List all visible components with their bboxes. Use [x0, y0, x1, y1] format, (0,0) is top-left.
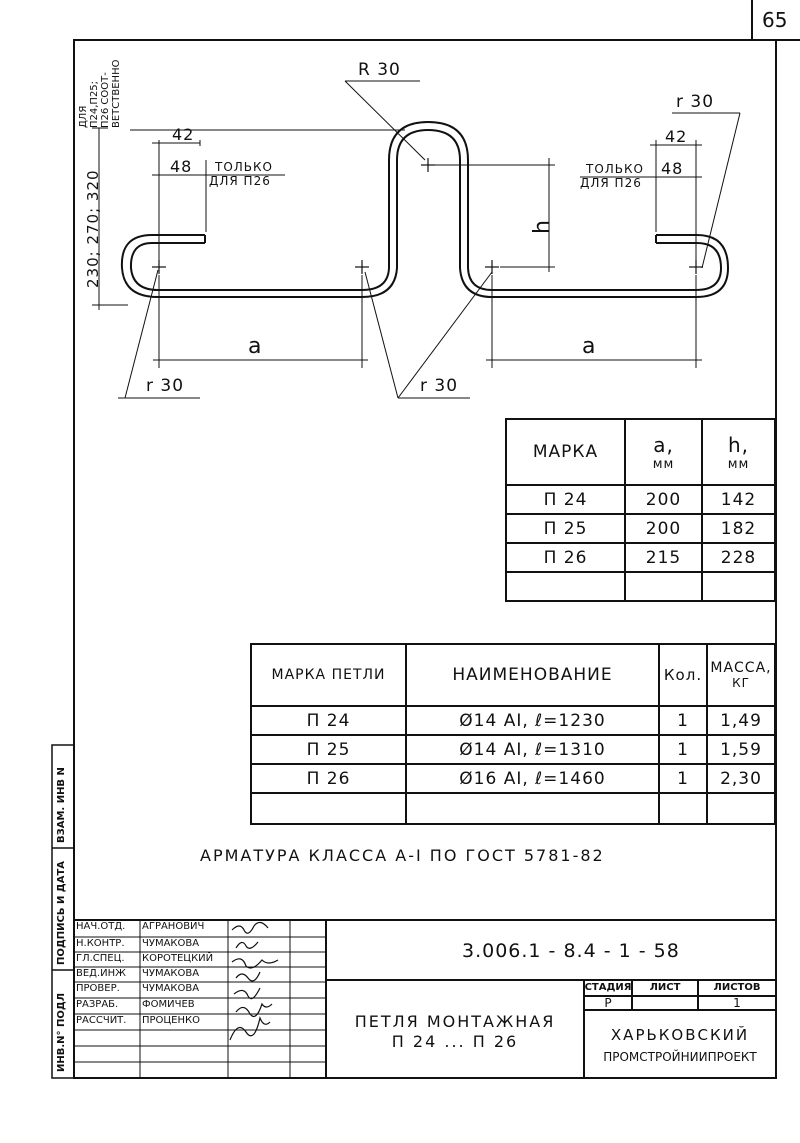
only-for-p26-right: ТОЛЬКО ДЛЯ П26 [580, 162, 644, 190]
header-mark: МАРКА [505, 418, 626, 486]
header-qty: Кол. [658, 643, 708, 707]
material-note: АРМАТУРА КЛАСCА А-I ПО ГОСТ 5781-82 [200, 846, 605, 865]
dim-42-left: 42 [172, 125, 195, 144]
signature-scribbles [229, 921, 279, 1041]
cell-name: Ø14 AI, ℓ=1310 [405, 734, 660, 765]
role-row: РАЗРАБ. ФОМИЧЕВ [76, 999, 195, 1010]
only-for-p26-left: ТОЛЬКО ДЛЯ П26 [209, 160, 273, 188]
role-row: НАЧ.ОТД. АГРАНОВИЧ [76, 921, 205, 932]
sheet-label: ЛИСТ [649, 982, 681, 993]
side-stamp-inv-replaced: ВЗАМ. ИНВ N [56, 767, 67, 843]
cell-mass: 1,59 [706, 734, 776, 765]
cell-h: 228 [701, 542, 776, 573]
cell-mark: П 26 [250, 763, 407, 794]
header-name: НАИМЕНОВАНИЕ [405, 643, 660, 707]
loop-bar [120, 120, 730, 298]
cell-a: 200 [624, 513, 703, 544]
sheets-value: 1 [733, 996, 741, 1010]
cell-a: 215 [624, 542, 703, 573]
dim-48-left: 48 [170, 157, 193, 176]
specification-table: МАРКА ПЕТЛИ НАИМЕНОВАНИЕ Кол. МАССА, КГ … [250, 643, 776, 825]
cell-qty: 1 [658, 734, 708, 765]
cell-mark: П 24 [250, 705, 407, 736]
cell-qty: 1 [658, 763, 708, 794]
cell-a [624, 571, 703, 602]
cell-qty [658, 792, 708, 825]
cell-mass [706, 792, 776, 825]
role-row: ВЕД.ИНЖ ЧУМАКОВА [76, 968, 200, 979]
side-stamp-frame [51, 744, 75, 1079]
height-dimension-label: 230; 270; 320 [84, 169, 102, 288]
header-mass: МАССА, КГ [706, 643, 776, 707]
cell-mass: 2,30 [706, 763, 776, 794]
note-for-loops: ДЛЯ П24,П25; П26 СООТ- ВЕТСТВЕННО [78, 59, 122, 128]
radius-label-bottom-left: r 30 [146, 376, 185, 396]
drawing-title: ПЕТЛЯ МОНТАЖНАЯ П 24 ... П 26 [354, 1012, 556, 1051]
page-number: 65 [762, 8, 788, 32]
radius-label-top: R 30 [358, 60, 401, 80]
cell-mark: П 26 [505, 542, 626, 573]
dim-a-left: a [248, 334, 263, 359]
organization-name: ХАРЬКОВСКИЙ ПРОМСТРОЙНИИПРОЕКТ [603, 1026, 757, 1064]
header-mark: МАРКА ПЕТЛИ [250, 643, 407, 707]
document-code: 3.006.1 - 8.4 - 1 - 58 [462, 940, 680, 962]
cell-mark [505, 571, 626, 602]
table-row [505, 571, 776, 602]
table-row [250, 792, 776, 825]
dim-42-right: 42 [665, 127, 688, 146]
drawing-frame [73, 39, 777, 1079]
cell-h: 142 [701, 484, 776, 515]
cell-h [701, 571, 776, 602]
cell-qty: 1 [658, 705, 708, 736]
cell-mass: 1,49 [706, 705, 776, 736]
radius-label-right: r 30 [676, 92, 715, 112]
cell-mark [250, 792, 407, 825]
cell-mark: П 25 [250, 734, 407, 765]
dim-h: h [530, 219, 555, 234]
cell-a: 200 [624, 484, 703, 515]
stage-label: СТАДИЯ [584, 982, 632, 993]
sheets-label: ЛИСТОВ [713, 982, 761, 993]
radius-label-bottom-mid: r 30 [420, 376, 459, 396]
cell-mark: П 24 [505, 484, 626, 515]
cell-h: 182 [701, 513, 776, 544]
stage-value: Р [604, 996, 612, 1010]
cell-name: Ø16 AI, ℓ=1460 [405, 763, 660, 794]
header-h: h, мм [701, 418, 776, 486]
dim-48-right: 48 [661, 159, 684, 178]
role-row: ПРОВЕР. ЧУМАКОВА [76, 983, 200, 994]
header-a: a, мм [624, 418, 703, 486]
role-row: Н.КОНТР. ЧУМАКОВА [76, 938, 200, 949]
role-row: ГЛ.СПЕЦ. КОРОТЕЦКИЙ [76, 953, 214, 964]
role-row: РАССЧИТ. ПРОЦЕНКО [76, 1015, 200, 1026]
side-stamp-signature-date: ПОДПИСЬ И ДАТА [56, 860, 67, 965]
dim-a-right: a [582, 334, 597, 359]
cell-name [405, 792, 660, 825]
cell-name: Ø14 AI, ℓ=1230 [405, 705, 660, 736]
side-stamp-inv-original: ИНВ.N° ПОДЛ [56, 992, 67, 1072]
cell-mark: П 25 [505, 513, 626, 544]
